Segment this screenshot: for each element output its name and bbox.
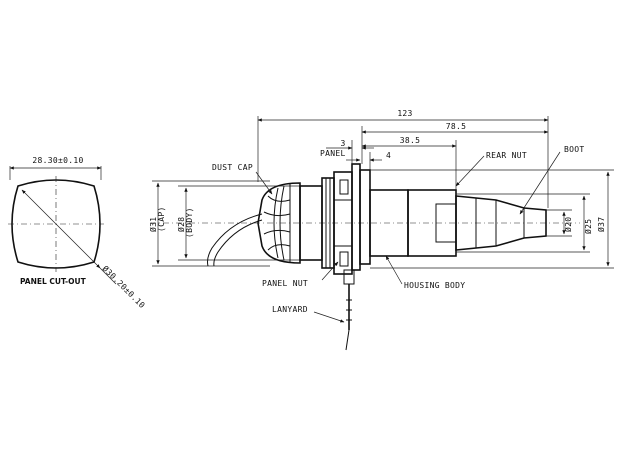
flange-dia-dim: Ø37 — [596, 217, 606, 232]
lanyard — [343, 269, 355, 351]
housing-body-label: HOUSING BODY — [404, 281, 465, 290]
boot-dia-dim: Ø20 — [563, 217, 573, 232]
panel-cutout-view: 28.30±0.10 Ø30.20±0.10 PANEL CUT-OUT — [8, 156, 147, 310]
flange — [351, 163, 371, 271]
panel-thickness-dim: 3 — [340, 139, 345, 148]
cutout-width-dim: 28.30±0.10 — [32, 156, 83, 165]
cap-dia-dim: Ø31 — [148, 217, 158, 232]
body-note: (BODY) — [185, 207, 194, 238]
boot-label: BOOT — [564, 145, 584, 154]
housing-dia-dim: Ø25 — [583, 219, 593, 234]
cutout-title: PANEL CUT-OUT — [20, 277, 87, 286]
panel-nut-label: PANEL NUT — [262, 279, 308, 288]
dust-cap — [207, 182, 301, 267]
body-dia-dim: Ø28 — [176, 217, 186, 232]
connector-side-view: Ø31 (CAP) Ø28 (BODY) — [148, 109, 614, 351]
lanyard-label: LANYARD — [272, 305, 308, 314]
cap-note: (CAP) — [157, 206, 166, 232]
dust-cap-label: DUST CAP — [212, 163, 253, 172]
housing-length-dim: 38.5 — [400, 136, 420, 145]
panel-label: PANEL — [320, 149, 346, 158]
overall-length-dim: 123 — [397, 109, 412, 118]
cutout-diameter-dim: Ø30.20±0.10 — [101, 263, 148, 310]
flange-dim: 4 — [386, 151, 391, 160]
rear-length-dim: 78.5 — [446, 122, 466, 131]
rear-nut-label: REAR NUT — [486, 151, 527, 160]
